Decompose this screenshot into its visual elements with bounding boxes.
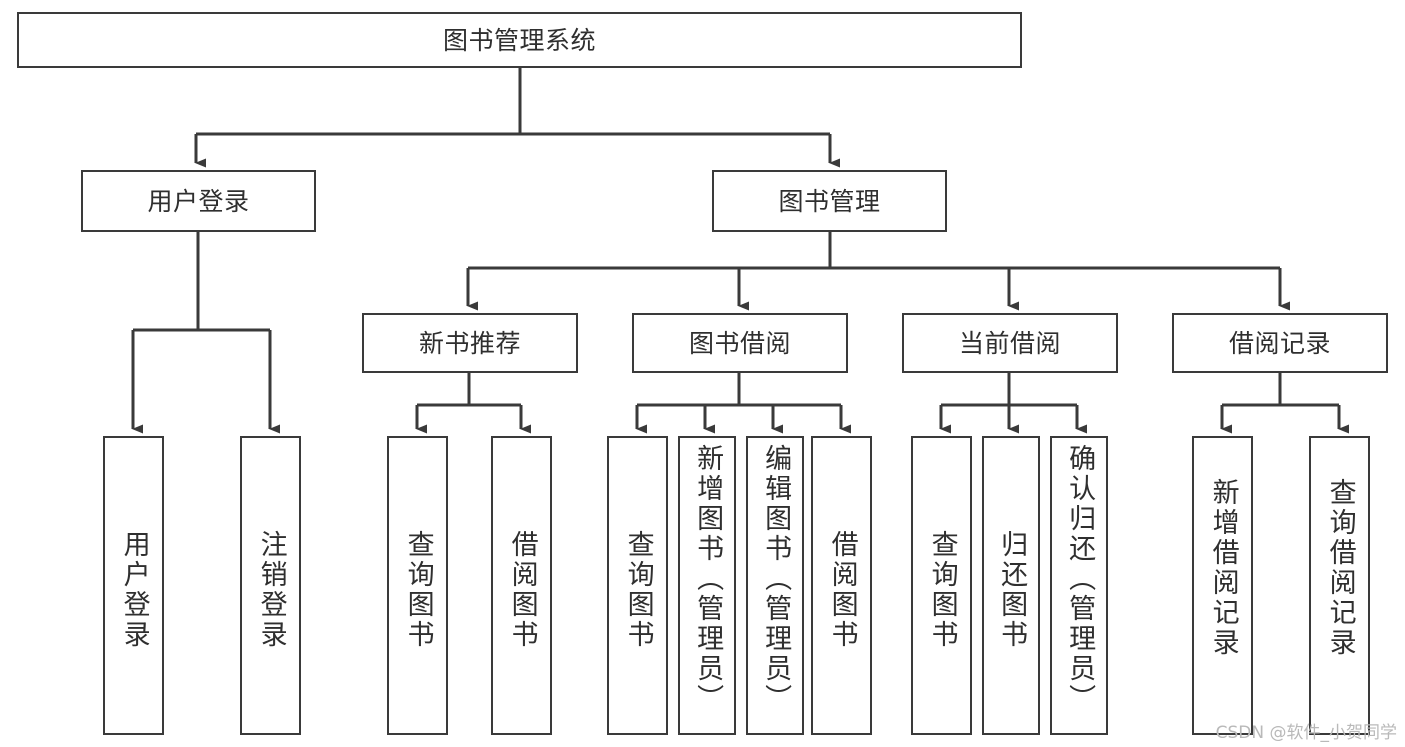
node-leaf-user-login[interactable]: 用户登录 [103, 436, 164, 735]
node-leaf-return-book-label: 归还图书 [996, 530, 1028, 650]
node-leaf-query-book-1[interactable]: 查询图书 [387, 436, 448, 735]
node-leaf-logout-login[interactable]: 注销登录 [240, 436, 301, 735]
node-leaf-query-record[interactable]: 查询借阅记录 [1309, 436, 1370, 735]
node-leaf-add-book-label: 新增图书（管理员） [692, 444, 724, 714]
node-leaf-query-record-label: 查询借阅记录 [1324, 478, 1356, 658]
node-leaf-confirm-return-label: 确认归还（管理员） [1064, 444, 1096, 714]
node-leaf-add-record-label: 新增借阅记录 [1207, 478, 1239, 658]
node-borrow-record-label: 借阅记录 [1228, 328, 1331, 358]
node-book-manage-label: 图书管理 [778, 186, 881, 216]
node-leaf-borrow-book-1-label: 借阅图书 [506, 530, 538, 650]
node-new-book-recommend-label: 新书推荐 [418, 328, 521, 358]
node-root[interactable]: 图书管理系统 [17, 12, 1022, 68]
node-leaf-query-book-3-label: 查询图书 [926, 530, 958, 650]
node-leaf-edit-book[interactable]: 编辑图书（管理员） [746, 436, 804, 735]
csdn-watermark: CSDN @软件_小贺同学 [1215, 723, 1397, 743]
node-user-login[interactable]: 用户登录 [81, 170, 316, 232]
node-leaf-add-book[interactable]: 新增图书（管理员） [678, 436, 736, 735]
node-borrow-record[interactable]: 借阅记录 [1172, 313, 1388, 373]
node-leaf-query-book-3[interactable]: 查询图书 [911, 436, 972, 735]
node-leaf-logout-login-label: 注销登录 [255, 530, 287, 650]
node-leaf-query-book-2-label: 查询图书 [622, 530, 654, 650]
node-leaf-return-book[interactable]: 归还图书 [982, 436, 1040, 735]
node-root-label: 图书管理系统 [442, 25, 596, 55]
node-leaf-query-book-1-label: 查询图书 [402, 530, 434, 650]
node-leaf-user-login-label: 用户登录 [118, 530, 150, 650]
node-book-borrow-label: 图书借阅 [688, 328, 791, 358]
node-user-login-label: 用户登录 [147, 186, 250, 216]
node-leaf-query-book-2[interactable]: 查询图书 [607, 436, 668, 735]
node-leaf-borrow-book-2-label: 借阅图书 [826, 530, 858, 650]
node-leaf-add-record[interactable]: 新增借阅记录 [1192, 436, 1253, 735]
node-book-borrow[interactable]: 图书借阅 [632, 313, 848, 373]
node-current-borrow-label: 当前借阅 [958, 328, 1061, 358]
node-book-manage[interactable]: 图书管理 [712, 170, 947, 232]
node-leaf-edit-book-label: 编辑图书（管理员） [760, 444, 792, 714]
node-new-book-recommend[interactable]: 新书推荐 [362, 313, 578, 373]
node-leaf-borrow-book-1[interactable]: 借阅图书 [491, 436, 552, 735]
node-current-borrow[interactable]: 当前借阅 [902, 313, 1118, 373]
node-leaf-borrow-book-2[interactable]: 借阅图书 [811, 436, 872, 735]
node-leaf-confirm-return[interactable]: 确认归还（管理员） [1050, 436, 1108, 735]
